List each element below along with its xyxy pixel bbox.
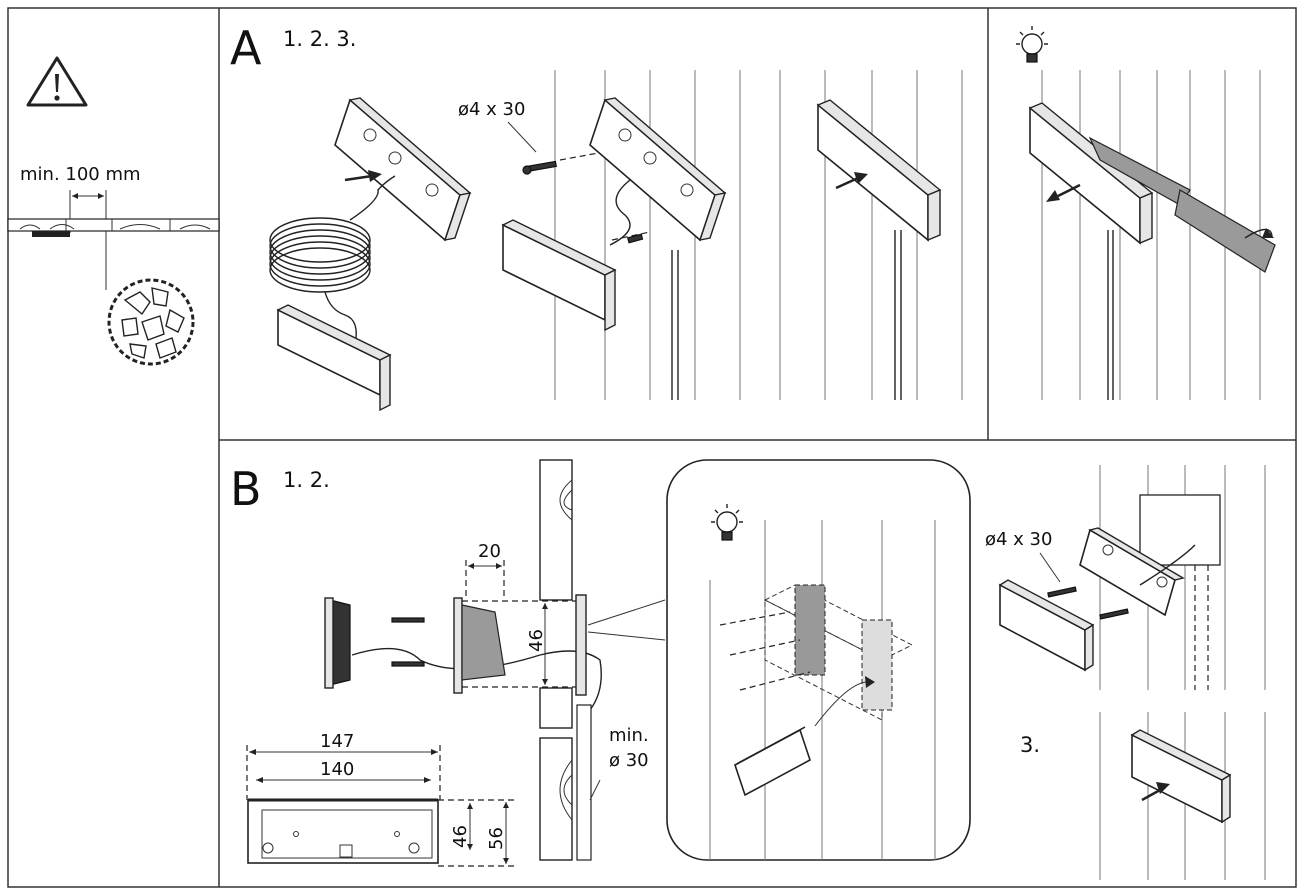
bracket-a1: [334, 97, 472, 242]
control-panel-b3: [1130, 729, 1232, 824]
wall-boards-a2: [554, 70, 741, 400]
dimension-depth: 20: [465, 541, 505, 598]
panel-side-view: [324, 597, 351, 689]
panel-a: A 1. 2. 3.: [230, 21, 1276, 412]
panel-a-steps: 1. 2. 3.: [283, 27, 356, 51]
panel-b: B 1. 2. 20 46: [230, 459, 1266, 880]
ceiling-boards: [7, 218, 220, 237]
hole-min-label: min.: [609, 725, 649, 746]
svg-text:46: 46: [450, 825, 471, 848]
control-panel-b: [998, 579, 1095, 672]
control-panel-tip: [1028, 102, 1154, 245]
dimension-height-front: 46 56: [438, 799, 515, 867]
bracket-b3: [1079, 527, 1185, 617]
dimension-width-inner: 140: [256, 759, 431, 783]
wall-boards-a3: [779, 70, 963, 400]
panel-a-letter: A: [230, 21, 262, 75]
bracket-a2: [589, 97, 727, 242]
dimension-width-outer: 147: [246, 731, 441, 800]
detail-callout: [587, 459, 971, 861]
bracket-side-view: [453, 597, 506, 694]
screw-icon: [522, 160, 557, 175]
panel-b-step3: 3.: [1020, 733, 1040, 757]
arrow-b3: [1141, 782, 1170, 802]
wall-section: [539, 459, 592, 861]
bracket-front-view: [247, 798, 439, 864]
control-panel-a3: [816, 99, 942, 242]
arrow-a3: [835, 172, 868, 190]
panel-frames: [7, 7, 1297, 888]
panel-b-steps: 1. 2.: [283, 468, 330, 492]
cable-coil-icon: [269, 175, 396, 346]
dimension-height: 46: [462, 600, 580, 688]
svg-text:20: 20: [478, 541, 501, 562]
svg-text:46: 46: [526, 629, 547, 652]
clearance-label: min. 100 mm: [20, 164, 141, 185]
warning-icon: [26, 56, 88, 107]
screws-side-view: [391, 617, 425, 667]
heater-stones-icon: [107, 278, 195, 366]
panel-b-letter: B: [230, 462, 262, 516]
screw-label-b: ø4 x 30: [985, 529, 1052, 550]
svg-text:140: 140: [320, 759, 354, 780]
svg-text:56: 56: [486, 827, 507, 850]
control-panel-a2: [501, 219, 617, 332]
tool-tip: [1088, 136, 1276, 273]
lightbulb-icon: [1016, 26, 1048, 63]
arrow-tip: [1046, 183, 1081, 202]
lightbulb-icon: [711, 504, 743, 541]
safety-panel: min. 100 mm: [7, 56, 220, 366]
clearance-dimension: [69, 190, 107, 290]
arrow-a1: [344, 170, 382, 182]
control-panel-a1: [276, 304, 392, 412]
screw-label-a: ø4 x 30: [458, 99, 525, 120]
svg-text:147: 147: [320, 731, 354, 752]
hole-diameter-label: ø 30: [609, 750, 649, 771]
